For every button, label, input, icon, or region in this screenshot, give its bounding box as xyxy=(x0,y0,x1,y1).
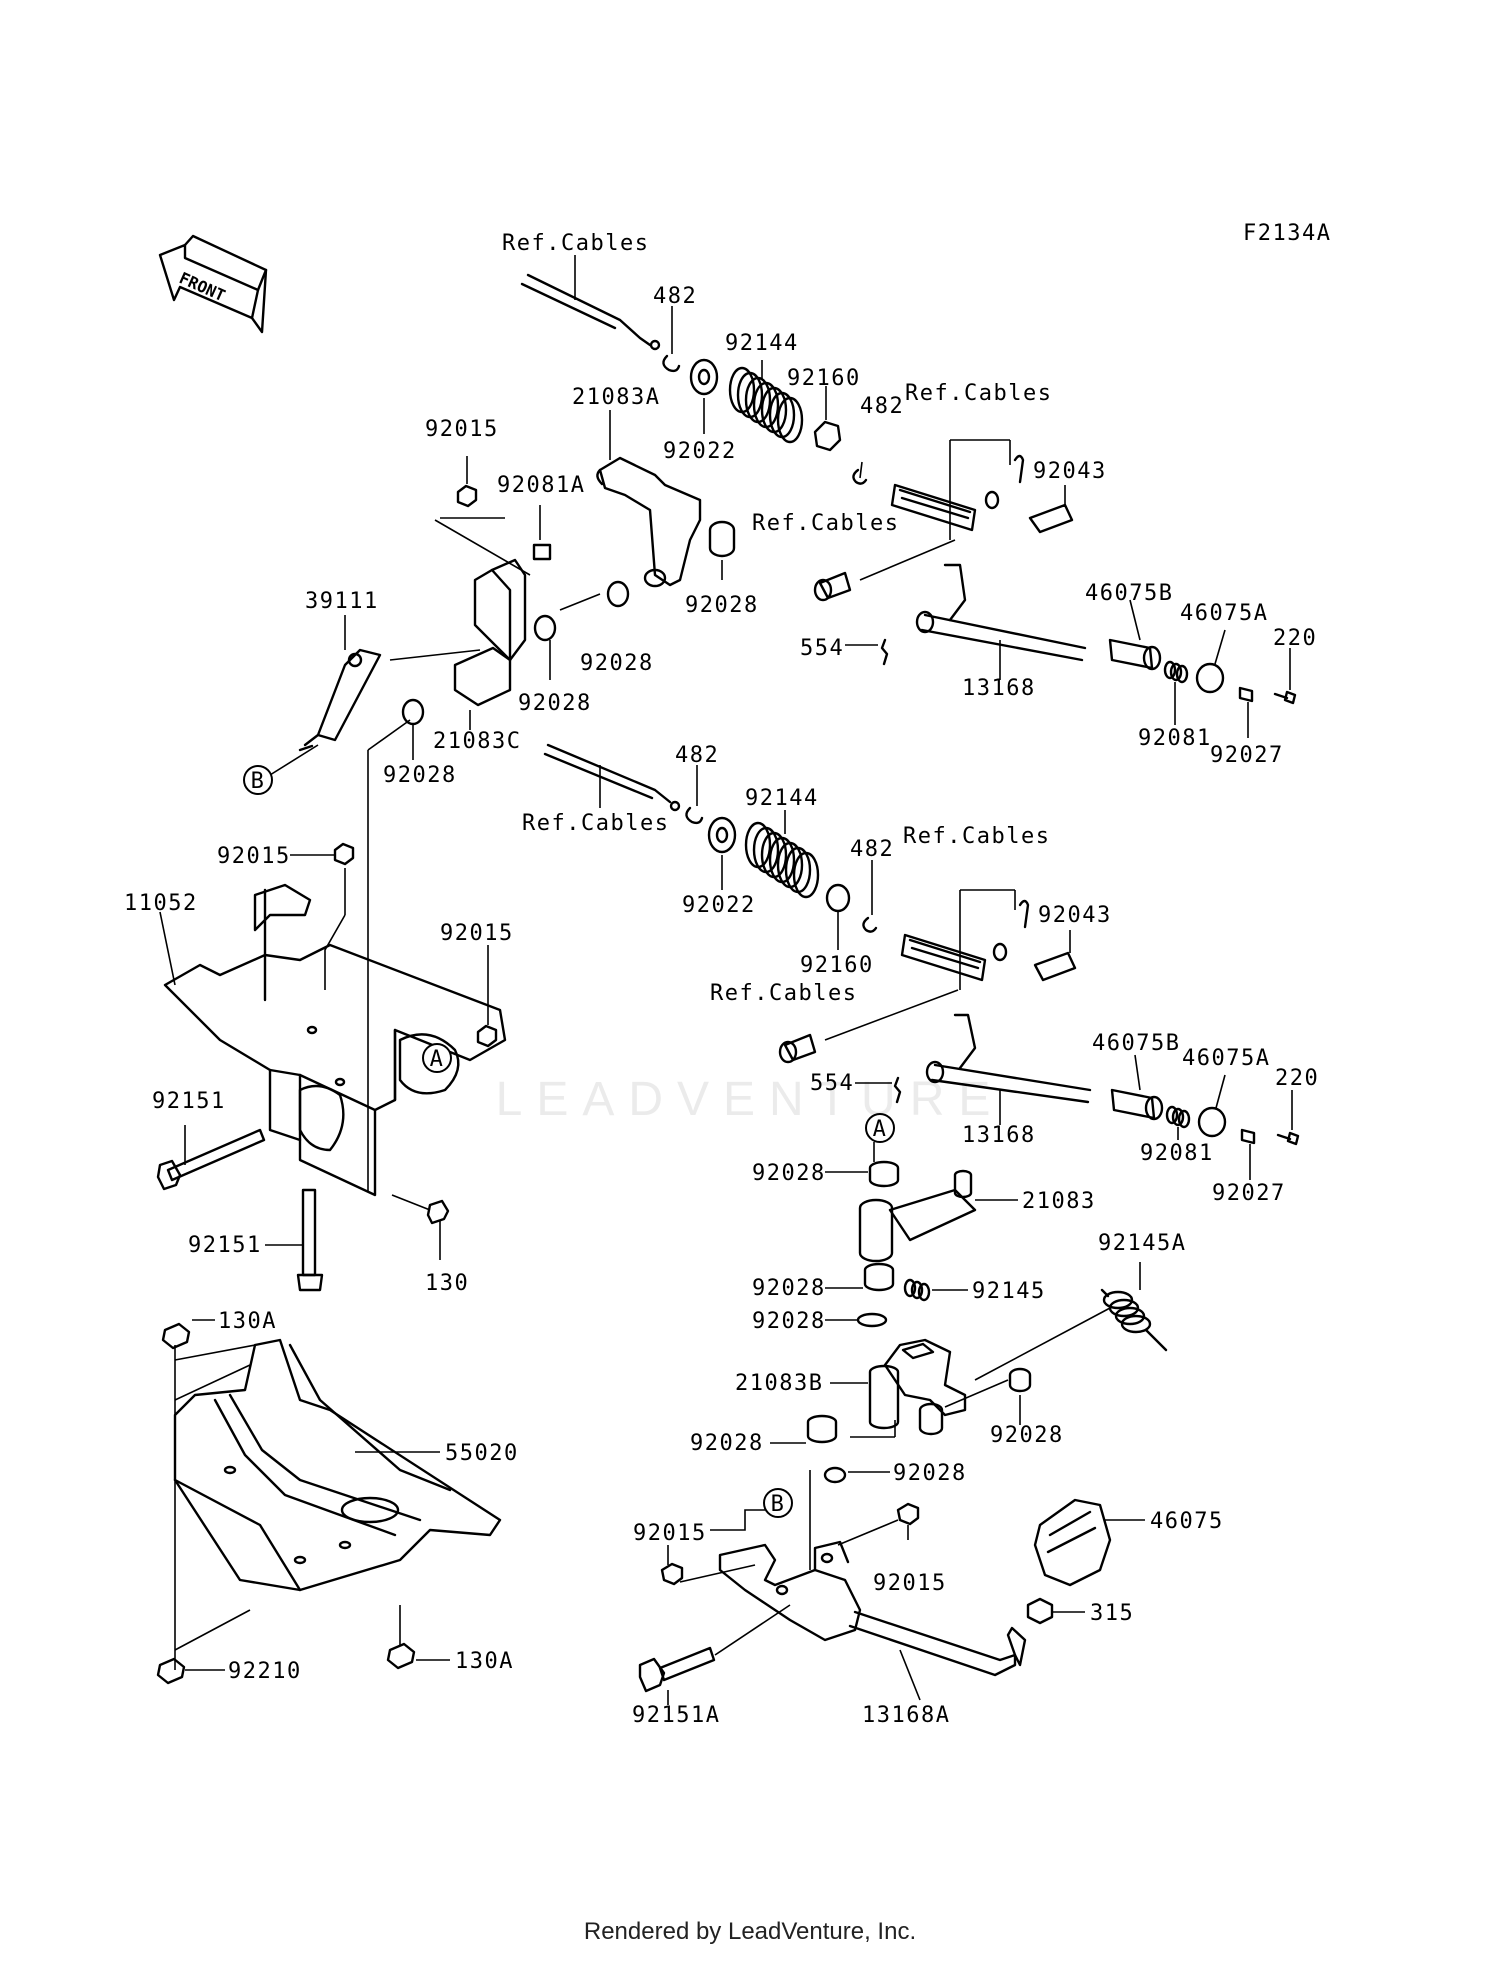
callout-554: 554 xyxy=(800,636,844,661)
callout-315: 315 xyxy=(1090,1601,1134,1626)
callout-92144: 92144 xyxy=(725,331,799,356)
callout-92144: 92144 xyxy=(745,786,819,811)
callout-13168: 13168 xyxy=(962,676,1036,701)
reference-marker-a-bottom: A xyxy=(865,1113,895,1143)
callout-92151: 92151 xyxy=(152,1089,226,1114)
callout-92028: 92028 xyxy=(690,1431,764,1456)
svg-text:B: B xyxy=(771,1492,786,1517)
callout-21083c: 21083C xyxy=(433,729,521,754)
callout-92015: 92015 xyxy=(217,844,291,869)
callout-92028: 92028 xyxy=(893,1461,967,1486)
callout-92081: 92081 xyxy=(1140,1141,1214,1166)
callout-ref-cables: Ref.Cables xyxy=(502,231,649,256)
callout-ref-cables: Ref.Cables xyxy=(903,824,1050,849)
callout-11052: 11052 xyxy=(124,891,198,916)
svg-text:A: A xyxy=(873,1117,888,1142)
callout-46075a: 46075A xyxy=(1182,1046,1270,1071)
callout-ref-cables: Ref.Cables xyxy=(905,381,1052,406)
callout-92027: 92027 xyxy=(1212,1181,1286,1206)
reference-marker-a-top: A xyxy=(422,1043,452,1073)
callout-92015: 92015 xyxy=(873,1571,947,1596)
middle-lever-assembly xyxy=(543,743,1300,1180)
callout-220: 220 xyxy=(1275,1066,1319,1091)
callout-554: 554 xyxy=(810,1071,854,1096)
skid-plate-55020 xyxy=(156,1319,502,1685)
callout-92081a: 92081A xyxy=(497,473,585,498)
reference-marker-b-top: B xyxy=(243,765,273,795)
callout-92027: 92027 xyxy=(1210,743,1284,768)
callout-92145: 92145 xyxy=(972,1279,1046,1304)
callout-92043: 92043 xyxy=(1038,903,1112,928)
callout-ref-cables: Ref.Cables xyxy=(522,811,669,836)
callout-92028: 92028 xyxy=(685,593,759,618)
callout-92210: 92210 xyxy=(228,1659,302,1684)
callout-92151: 92151 xyxy=(188,1233,262,1258)
callout-21083a: 21083A xyxy=(572,385,660,410)
svg-text:A: A xyxy=(430,1047,445,1072)
callout-130a: 130A xyxy=(218,1309,277,1334)
callout-46075a: 46075A xyxy=(1180,601,1268,626)
callout-482: 482 xyxy=(850,837,894,862)
front-arrow-icon: FRONT xyxy=(158,234,268,334)
callout-13168: 13168 xyxy=(962,1123,1036,1148)
callout-92151a: 92151A xyxy=(632,1703,720,1728)
top-lever-assembly xyxy=(261,255,1297,781)
callout-92022: 92022 xyxy=(682,893,756,918)
callout-92028: 92028 xyxy=(383,763,457,788)
callout-39111: 39111 xyxy=(305,589,379,614)
callout-130: 130 xyxy=(425,1271,469,1296)
callout-92160: 92160 xyxy=(800,953,874,978)
callout-92028: 92028 xyxy=(518,691,592,716)
callout-labels: Ref.Cables 482 92144 92160 482 Ref.Cable… xyxy=(124,231,1319,1728)
callout-13168a: 13168A xyxy=(862,1703,950,1728)
callout-92081: 92081 xyxy=(1138,726,1212,751)
callout-46075b: 46075B xyxy=(1092,1031,1180,1056)
callout-92028: 92028 xyxy=(752,1309,826,1334)
callout-ref-cables: Ref.Cables xyxy=(710,981,857,1006)
callout-21083b: 21083B xyxy=(735,1371,823,1396)
callout-482: 482 xyxy=(675,743,719,768)
footer-credit: Rendered by LeadVenture, Inc. xyxy=(583,1918,917,1945)
callout-92015: 92015 xyxy=(633,1521,707,1546)
svg-text:B: B xyxy=(251,769,266,794)
callout-92160: 92160 xyxy=(787,366,861,391)
callout-92028: 92028 xyxy=(752,1276,826,1301)
bracket-11052 xyxy=(156,719,507,1292)
callout-21083: 21083 xyxy=(1022,1189,1096,1214)
callout-55020: 55020 xyxy=(445,1441,519,1466)
callout-46075b: 46075B xyxy=(1085,581,1173,606)
callout-46075: 46075 xyxy=(1150,1509,1224,1534)
lower-pedal-assembly xyxy=(638,1142,1168,1705)
callout-ref-cables: Ref.Cables xyxy=(752,511,899,536)
callout-92015: 92015 xyxy=(440,921,514,946)
callout-130a: 130A xyxy=(455,1649,514,1674)
callout-220: 220 xyxy=(1273,626,1317,651)
watermark: LEADVENTURE xyxy=(496,1073,1005,1126)
diagram-code: F2134A xyxy=(1243,221,1331,246)
callout-92028: 92028 xyxy=(580,651,654,676)
callout-92028: 92028 xyxy=(752,1161,826,1186)
callout-92022: 92022 xyxy=(663,439,737,464)
callout-92145a: 92145A xyxy=(1098,1231,1186,1256)
callout-482: 482 xyxy=(860,394,904,419)
reference-marker-b-bottom: B xyxy=(763,1488,793,1518)
callout-482: 482 xyxy=(653,284,697,309)
callout-92043: 92043 xyxy=(1033,459,1107,484)
callout-92028: 92028 xyxy=(990,1423,1064,1448)
callout-92015: 92015 xyxy=(425,417,499,442)
